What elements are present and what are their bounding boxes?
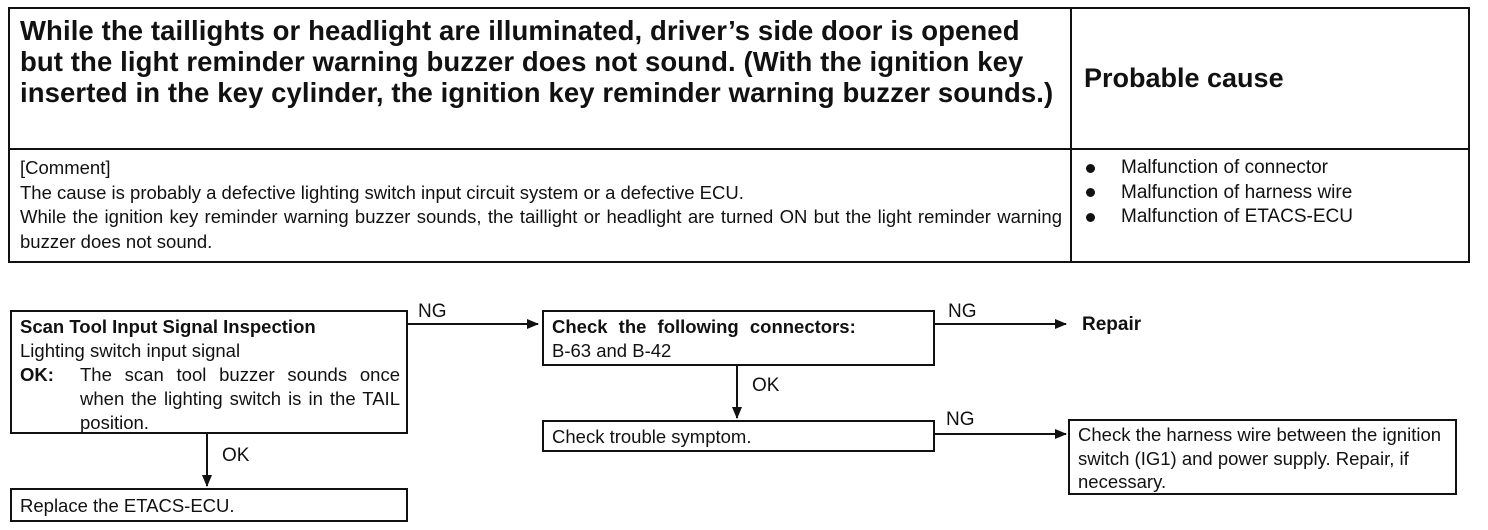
ng-label: NG bbox=[946, 409, 975, 430]
comment-line-1: The cause is probably a defective lighti… bbox=[20, 181, 744, 203]
ok-criteria-text: The scan tool buzzer sounds once when th… bbox=[80, 364, 400, 433]
cause-item: Malfunction of connector bbox=[1086, 156, 1468, 181]
bullet-icon bbox=[1086, 163, 1095, 173]
replace-ecu-box: Replace the ETACS-ECU. bbox=[10, 488, 408, 522]
symptom-table: While the taillights or headlight are il… bbox=[8, 7, 1470, 263]
probable-cause-list: Malfunction of connector Malfunction of … bbox=[1072, 150, 1468, 261]
bullet-icon bbox=[1086, 188, 1095, 198]
step1-inspection-box: Scan Tool Input Signal Inspection Lighti… bbox=[10, 310, 408, 434]
repair-result: Repair bbox=[1082, 314, 1142, 335]
step1-signal: Lighting switch input signal bbox=[20, 340, 241, 361]
comment-cell: [Comment] The cause is probably a defect… bbox=[10, 150, 1072, 261]
cause-text: Malfunction of ETACS-ECU bbox=[1121, 206, 1353, 227]
symptom-title: While the taillights or headlight are il… bbox=[10, 9, 1072, 150]
cause-item: Malfunction of ETACS-ECU bbox=[1086, 205, 1468, 230]
step1-ok-criteria: OK: The scan tool buzzer sounds once whe… bbox=[20, 363, 400, 435]
cause-text: Malfunction of connector bbox=[1121, 157, 1329, 178]
ng-label: NG bbox=[948, 301, 977, 322]
step2-connectors: B-63 and B-42 bbox=[552, 340, 672, 361]
ng-label: NG bbox=[418, 301, 447, 322]
step1-title: Scan Tool Input Signal Inspection bbox=[20, 316, 316, 337]
ok-label: OK: bbox=[20, 364, 54, 385]
step3-trouble-symptom-box: Check trouble symptom. bbox=[542, 420, 935, 452]
ok-label: OK bbox=[752, 375, 780, 396]
cause-item: Malfunction of harness wire bbox=[1086, 181, 1468, 206]
harness-check-box: Check the harness wire between the ignit… bbox=[1068, 419, 1457, 495]
comment-label: [Comment] bbox=[20, 157, 111, 178]
ok-label: OK bbox=[222, 445, 250, 466]
step2-connector-check-box: Check the following connectors: B-63 and… bbox=[542, 310, 935, 366]
probable-cause-header: Probable cause bbox=[1072, 9, 1468, 150]
cause-text: Malfunction of harness wire bbox=[1121, 181, 1353, 203]
bullet-icon bbox=[1086, 212, 1095, 222]
step2-title: Check the following connectors: bbox=[552, 316, 856, 337]
comment-line-2: While the ignition key reminder warning … bbox=[20, 206, 1062, 252]
